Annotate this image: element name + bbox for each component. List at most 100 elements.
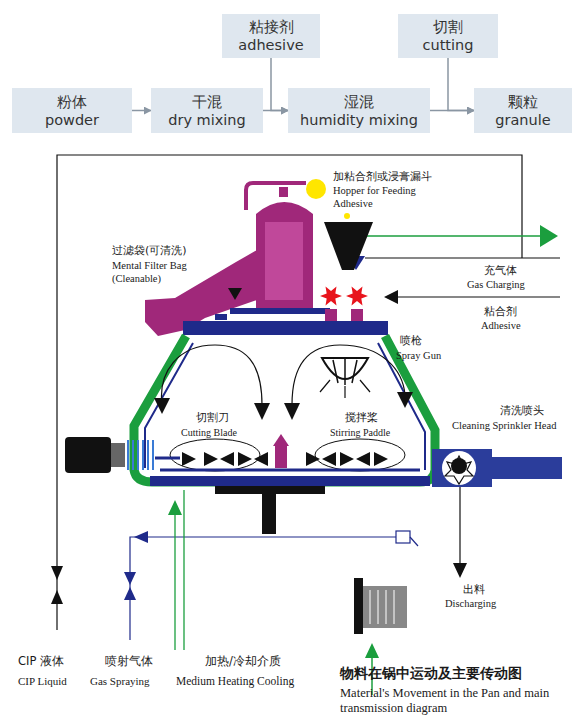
valve-arrow xyxy=(124,572,136,585)
process-box: 湿混humidity mixing xyxy=(288,88,430,133)
sprinkler-head xyxy=(445,456,473,484)
valve-arrow xyxy=(124,587,136,600)
motor-flange xyxy=(111,443,125,467)
connector xyxy=(396,531,410,543)
cutter-shaft xyxy=(155,457,180,460)
adhesive-line xyxy=(395,296,560,297)
flow-loop xyxy=(315,439,405,471)
part-label: Medium Heating Cooling xyxy=(176,675,336,689)
box-text: humidity mixing xyxy=(300,111,418,129)
filter-vessel xyxy=(256,202,313,308)
part-label: Spray Gun xyxy=(396,350,476,363)
spray-lines xyxy=(320,380,370,398)
process-box: 粉体powder xyxy=(12,88,132,133)
pipe-line xyxy=(57,155,522,630)
part-label: Material's Movement in the Pan and main … xyxy=(340,686,580,716)
flow-arrow xyxy=(271,58,288,111)
part-label: CIP 液体 xyxy=(18,655,98,669)
flow-loop xyxy=(170,439,260,471)
center-cone xyxy=(275,446,287,468)
part-label: 清洗喷头 xyxy=(500,404,580,417)
flow-arrow xyxy=(284,403,300,420)
process-box: 颗粒granule xyxy=(474,88,572,133)
flow-loop xyxy=(292,345,405,405)
part-label: 喷射气体 xyxy=(105,655,175,669)
valve-arrow xyxy=(228,288,242,300)
connector xyxy=(410,537,418,546)
box-text: 干混 xyxy=(192,93,222,111)
box-text: 粉体 xyxy=(57,93,87,111)
box-text: 粘接剂 xyxy=(249,18,294,36)
spray-burst xyxy=(320,287,342,306)
part-label: 出料 xyxy=(463,583,513,596)
valve-core xyxy=(451,458,467,474)
fitting xyxy=(215,314,227,320)
part-label: Mental Filter Bag (Cleanable) xyxy=(112,260,212,285)
pan xyxy=(134,336,435,482)
part-label: Gas Spraying xyxy=(90,675,175,688)
part-label: CIP Liquid xyxy=(18,675,98,688)
motor-end xyxy=(354,578,363,634)
indicator xyxy=(344,213,350,219)
hopper xyxy=(324,222,373,270)
part-label: Adhesive xyxy=(481,320,571,333)
box-text: granule xyxy=(495,111,550,129)
part-label: Discharging xyxy=(445,598,535,611)
part-label: Stirring Paddle xyxy=(330,427,420,439)
blade-bar xyxy=(160,469,420,472)
arrow-head xyxy=(168,500,182,515)
center-cone xyxy=(273,434,289,446)
pan-liner xyxy=(145,343,425,470)
gauge xyxy=(306,179,326,199)
process-box: 粘接剂adhesive xyxy=(222,14,320,58)
flow-arrow xyxy=(132,110,151,112)
vessel-knob xyxy=(279,187,288,197)
process-box: 切割cutting xyxy=(398,14,498,58)
valve-arrow xyxy=(51,590,63,604)
part-label: Gas Charging xyxy=(467,279,567,292)
nozzle xyxy=(351,309,363,322)
part-label: Cutting Blade xyxy=(181,427,271,439)
box-text: 切割 xyxy=(433,18,463,36)
part-label: 充气体 xyxy=(484,264,554,277)
flow-loop xyxy=(161,345,262,405)
part-label: 加粘合剂或浸膏漏斗 xyxy=(333,170,463,183)
discharge-pipe xyxy=(432,449,492,487)
part-label: 加热/冷却介质 xyxy=(205,655,315,669)
part-label: 切割刀 xyxy=(196,411,256,424)
part-label: 喷枪 xyxy=(400,334,450,347)
part-label: Hopper for Feeding Adhesive xyxy=(333,185,428,210)
box-text: cutting xyxy=(423,36,474,54)
nozzle xyxy=(325,309,337,322)
discharge-pipe xyxy=(490,457,562,479)
valve-body xyxy=(442,451,476,485)
drive-shaft xyxy=(262,494,276,534)
process-box: 干混dry mixing xyxy=(151,88,263,133)
flow-arrow xyxy=(154,398,170,414)
arrow-head xyxy=(453,563,467,578)
part-label: 粘合剂 xyxy=(484,305,554,318)
valve-arrow xyxy=(51,566,63,580)
arrow-head xyxy=(540,225,558,247)
pan-bottom xyxy=(150,476,430,486)
drive-plate xyxy=(215,486,325,494)
part-label: 过滤袋(可清洗) xyxy=(112,244,232,257)
part-label: Cleaning Sprinkler Head xyxy=(452,420,582,433)
box-text: 颗粒 xyxy=(508,93,538,111)
box-text: powder xyxy=(45,111,99,129)
arrow-head xyxy=(134,531,148,543)
part-label: 搅拌桨 xyxy=(345,411,405,424)
arrow-head xyxy=(365,643,379,658)
box-text: 湿混 xyxy=(344,93,374,111)
part-label: 物料在锅中运动及主要传动图 xyxy=(340,665,580,682)
motor-fins xyxy=(370,590,394,624)
medium-line xyxy=(183,490,184,650)
medium-line xyxy=(174,512,175,650)
flow-arrow xyxy=(254,403,270,420)
cutter-motor xyxy=(65,437,111,473)
box-text: adhesive xyxy=(238,36,303,54)
lid xyxy=(183,321,388,335)
gas-line xyxy=(365,257,560,258)
arrow-head xyxy=(384,290,398,304)
